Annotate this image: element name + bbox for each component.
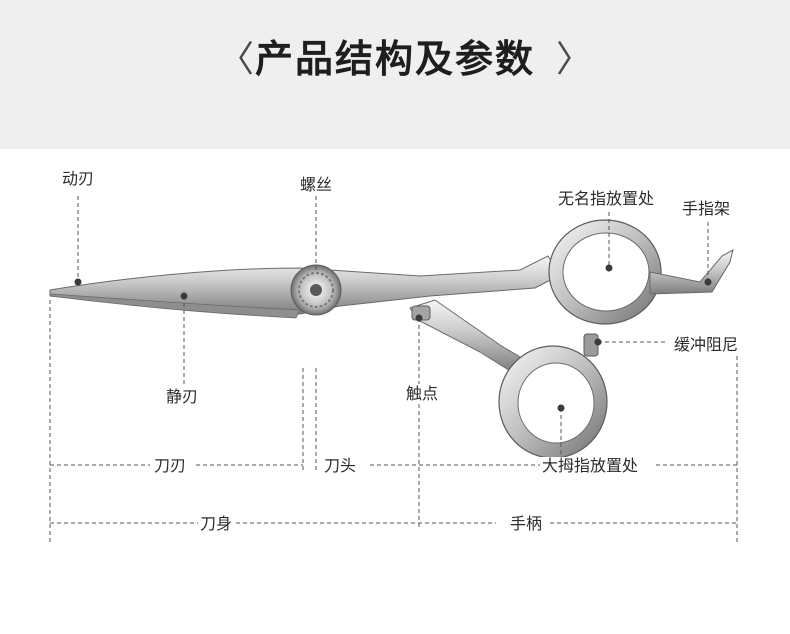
chevron-right-icon: 〉 xyxy=(556,39,593,80)
chevron-left-icon: 〈 xyxy=(218,39,255,80)
scissors-image xyxy=(49,219,734,459)
callout-dots xyxy=(74,264,712,412)
label-blade-head: 刀头 xyxy=(322,456,359,475)
label-ring-finger-rest: 无名指放置处 xyxy=(558,189,655,208)
label-blade-edge: 刀刃 xyxy=(152,456,189,475)
label-screw: 螺丝 xyxy=(300,175,333,194)
label-static-blade: 静刃 xyxy=(166,387,199,406)
label-contact-point: 触点 xyxy=(406,384,439,403)
label-handle: 手柄 xyxy=(508,514,545,533)
callout-lines xyxy=(49,196,738,542)
label-thumb-rest: 大拇指放置处 xyxy=(540,456,641,475)
label-damper: 缓冲阻尼 xyxy=(674,335,739,354)
header-banner: 〈 产品结构及参数 〉 xyxy=(0,0,790,149)
label-moving-blade: 动刃 xyxy=(62,169,95,188)
label-blade-body: 刀身 xyxy=(198,514,235,533)
finger-rest-tang xyxy=(649,249,734,295)
damper-nub xyxy=(583,333,599,357)
label-finger-rest: 手指架 xyxy=(682,199,731,218)
page-title: 产品结构及参数 xyxy=(254,37,535,81)
